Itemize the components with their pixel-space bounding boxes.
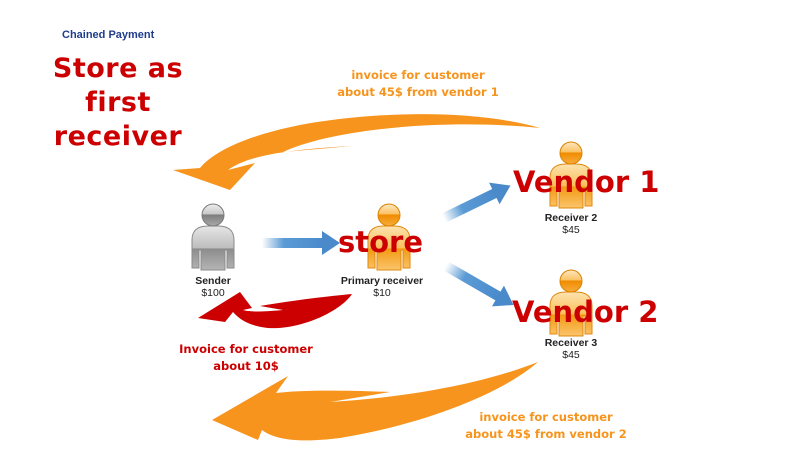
sender-amount: $100 <box>201 287 225 299</box>
person-orange-icon <box>549 141 593 209</box>
store-invoice-line1: Invoice for customer <box>179 342 313 356</box>
vendor2-invoice-line2: about 45$ from vendor 2 <box>465 427 627 441</box>
vendor2-invoice-note: invoice for customer about 45$ from vend… <box>446 409 646 443</box>
vendor2-label: Vendor 2 <box>512 295 659 329</box>
payment-arrow-sender-to-store-icon <box>262 231 340 255</box>
store-invoice-note: Invoice for customer about 10$ <box>168 341 324 375</box>
sender-node: Sender $100 <box>153 275 273 299</box>
vendor1-invoice-note: invoice for customer about 45$ from vend… <box>318 67 518 101</box>
person-gray-icon <box>191 203 235 271</box>
vendor1-invoice-line1: invoice for customer <box>351 68 485 82</box>
primary-receiver-name: Primary receiver <box>340 275 424 287</box>
invoice-arrow-vendor2-icon <box>212 362 538 441</box>
primary-receiver-node: Primary receiver $10 <box>322 275 442 299</box>
payment-arrow-store-to-vendor2-icon <box>443 261 514 307</box>
invoice-arrow-vendor1-icon <box>173 114 540 190</box>
store-invoice-line2: about 10$ <box>213 359 279 373</box>
receiver3-name: Receiver 3 <box>544 337 598 349</box>
payment-arrow-store-to-vendor1-icon <box>441 182 511 223</box>
person-orange-icon <box>549 269 593 337</box>
receiver2-amount: $45 <box>562 224 580 236</box>
diagram-subtitle: Chained Payment <box>62 29 155 41</box>
person-orange-icon <box>367 203 411 271</box>
primary-receiver-amount: $10 <box>373 287 391 299</box>
receiver2-name: Receiver 2 <box>544 212 598 224</box>
receiver2-node: Receiver 2 $45 <box>511 212 631 236</box>
vendor2-invoice-line1: invoice for customer <box>479 410 613 424</box>
store-label: store <box>338 225 424 259</box>
diagram-title: Store as first receiver <box>18 52 218 154</box>
sender-name: Sender <box>195 275 231 287</box>
vendor1-label: Vendor 1 <box>513 165 660 199</box>
receiver3-amount: $45 <box>562 349 580 361</box>
receiver3-node: Receiver 3 $45 <box>511 337 631 361</box>
diagram-title-line2: receiver <box>53 121 183 152</box>
vendor1-invoice-line2: about 45$ from vendor 1 <box>337 85 499 99</box>
diagram-title-line1: Store as first <box>52 53 184 118</box>
invoice-arrow-store-icon <box>198 292 352 329</box>
